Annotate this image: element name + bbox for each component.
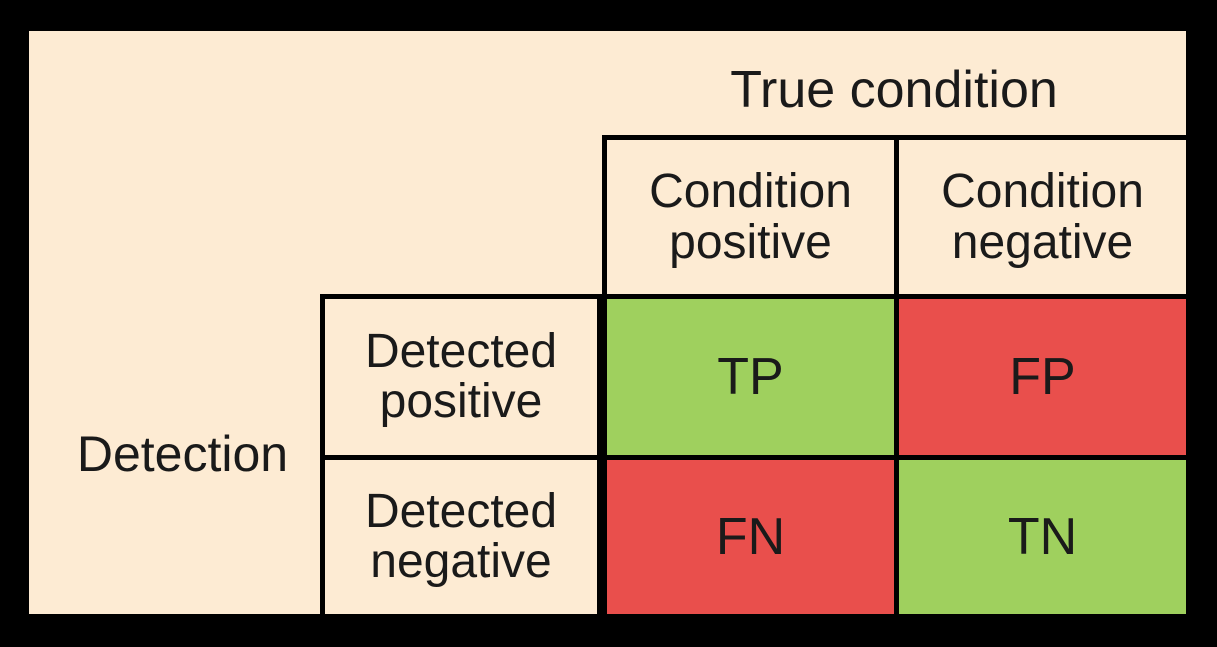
column-super-header-true-condition: True condition — [730, 60, 1058, 119]
confusion-matrix-panel: True condition Condition positive Condit… — [29, 31, 1186, 614]
column-header-condition-positive: Condition positive — [602, 135, 894, 295]
row-super-header-detection: Detection — [76, 425, 289, 482]
matrix-cell-true-negative: TN — [894, 455, 1186, 614]
matrix-cell-false-positive: FP — [894, 294, 1186, 455]
matrix-cell-false-negative: FN — [602, 455, 894, 614]
matrix-cell-true-positive: TP — [602, 294, 894, 455]
column-header-condition-negative: Condition negative — [894, 135, 1186, 295]
row-header-detected-negative: Detected negative — [320, 455, 602, 614]
row-header-detected-positive: Detected positive — [320, 294, 602, 455]
